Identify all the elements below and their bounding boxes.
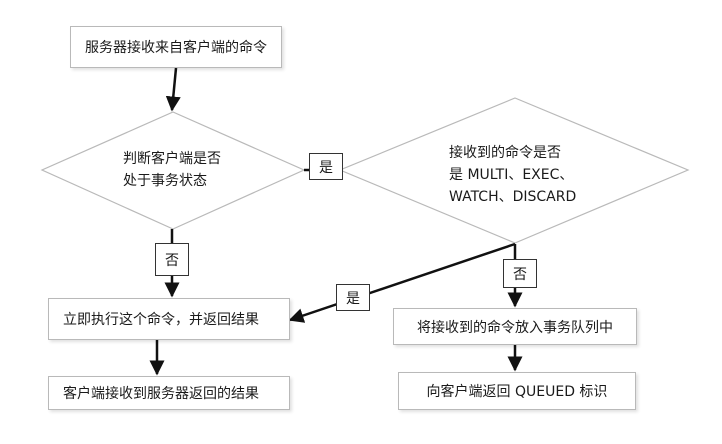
no-label-transaction: 否 <box>155 243 189 276</box>
client-receives-text: 客户端接收到服务器返回的结果 <box>63 386 259 402</box>
command-decision-diamond <box>338 97 690 244</box>
enqueue-box: 将接收到的命令放入事务队列中 <box>393 308 637 345</box>
command-decision-text-line3: WATCH、DISCARD <box>449 189 577 205</box>
return-queued-box: 向客户端返回 QUEUED 标识 <box>398 372 636 410</box>
receive-command-box: 服务器接收来自客户端的命令 <box>70 26 282 68</box>
execute-now-text: 立即执行这个命令，并返回结果 <box>63 312 259 328</box>
receive-command-text: 服务器接收来自客户端的命令 <box>85 40 267 56</box>
command-decision-text-line2: 是 MULTI、EXEC、 <box>449 167 574 183</box>
transaction-decision-text-line2: 处于事务状态 <box>123 173 207 189</box>
yes-label-command: 是 <box>336 284 370 311</box>
execute-now-box: 立即执行这个命令，并返回结果 <box>48 298 290 340</box>
edge-command-yes-to-execute <box>288 242 516 323</box>
return-queued-text: 向客户端返回 QUEUED 标识 <box>426 384 608 400</box>
no-label-command: 否 <box>503 259 537 288</box>
edge-receive-to-transaction <box>165 67 181 112</box>
enqueue-text: 将接收到的命令放入事务队列中 <box>417 319 613 336</box>
client-receives-box: 客户端接收到服务器返回的结果 <box>48 376 290 410</box>
command-decision-text-line1: 接收到的命令是否 <box>449 145 561 161</box>
transaction-decision-text-line1: 判断客户端是否 <box>123 151 221 167</box>
yes-label-transaction: 是 <box>309 153 343 180</box>
